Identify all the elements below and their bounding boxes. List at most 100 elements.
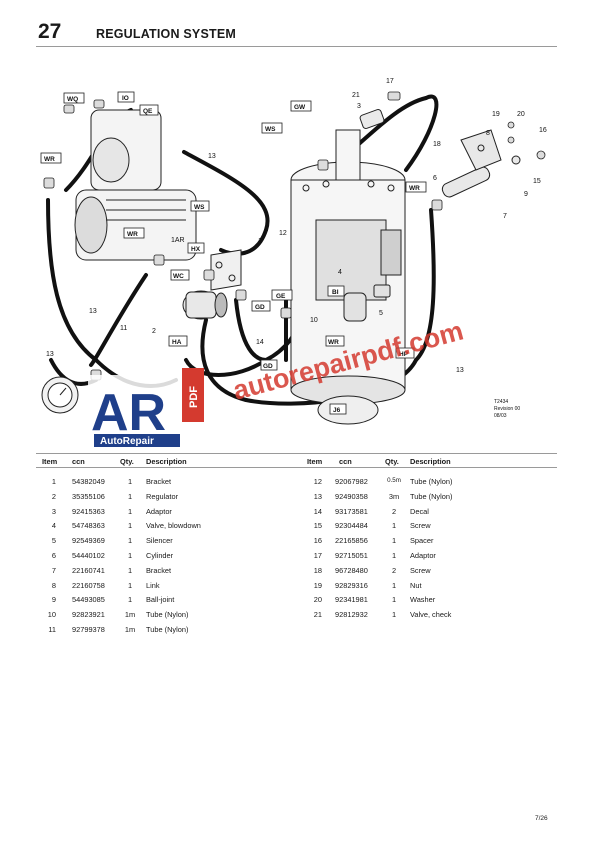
- ccn-code: 92067982: [335, 477, 368, 486]
- description: Adaptor: [146, 506, 172, 516]
- item-number: 4: [51, 521, 56, 531]
- table-header-rule: [36, 467, 557, 468]
- watermark-brand: AR: [91, 384, 166, 442]
- description: Tube (Nylon): [146, 610, 189, 620]
- label-9: 9: [524, 191, 528, 198]
- label-J6: J6: [333, 407, 341, 414]
- item-number: 21: [313, 610, 322, 620]
- quantity: 2: [391, 565, 397, 575]
- description: Silencer: [146, 536, 173, 546]
- regulator: [182, 290, 228, 320]
- label-IO: IO: [122, 95, 129, 102]
- quantity: 3m: [388, 491, 400, 501]
- page-title: REGULATION SYSTEM: [96, 27, 236, 41]
- item-number: 3: [51, 506, 56, 516]
- description: Link: [146, 580, 160, 590]
- description: Valve, blowdown: [146, 521, 201, 531]
- item-number: 15: [313, 521, 322, 531]
- quantity: 1: [127, 536, 133, 546]
- label-7: 7: [503, 213, 507, 220]
- label-2: 2: [152, 328, 156, 335]
- label-WR-right: WR: [409, 185, 420, 192]
- label-12: 12: [279, 230, 287, 237]
- item-number: 10: [47, 610, 56, 620]
- label-WQ: WQ: [67, 96, 78, 103]
- ccn-code: 92829316: [335, 580, 368, 590]
- col-qty-2: Qty.: [385, 457, 399, 466]
- description: Adaptor: [410, 551, 436, 560]
- description: Tube (Nylon): [410, 477, 453, 486]
- watermark-logo: AR AutoRepair PDF autorepairpdf.com: [88, 315, 467, 447]
- item-number: 17: [313, 551, 322, 560]
- description: Tube (Nylon): [146, 625, 189, 634]
- description: Screw: [410, 521, 431, 531]
- quantity: 1: [127, 565, 133, 575]
- ccn-code: 22165856: [335, 536, 368, 546]
- label-HP: HP: [399, 351, 409, 358]
- ccn-code: 92823921: [72, 610, 105, 620]
- item-number: 6: [51, 551, 56, 560]
- label-WR-left: WR: [44, 156, 55, 163]
- quantity: 1: [127, 491, 133, 501]
- quantity: 1: [127, 551, 133, 560]
- quantity: 1: [391, 580, 397, 590]
- ccn-code: 54493085: [72, 595, 105, 605]
- col-description: Description: [146, 457, 187, 466]
- label-WR-bottom: WR: [328, 339, 339, 346]
- ccn-code: 35355106: [72, 491, 105, 501]
- label-13b: 13: [89, 308, 97, 315]
- item-number: 8: [51, 580, 56, 590]
- label-BI: BI: [332, 289, 339, 296]
- drawing-revision: Revision 00: [494, 406, 520, 412]
- label-HX: HX: [191, 246, 201, 253]
- quantity: 1: [391, 610, 397, 620]
- label-13d: 13: [456, 367, 464, 374]
- description: Washer: [410, 595, 436, 605]
- box-labels: [40, 91, 427, 415]
- number-labels: 1 2 3 4 5 6 7 8 9 10 11 12 13 13 13 13 1…: [46, 78, 547, 374]
- col-description-2: Description: [410, 457, 451, 466]
- ccn-code: 22160741: [72, 565, 105, 575]
- label-GW: GW: [294, 104, 306, 111]
- quantity: 1m: [124, 610, 136, 620]
- ccn-code: 92549369: [72, 536, 105, 546]
- ccn-code: 93173581: [335, 506, 368, 516]
- item-number: 5: [51, 536, 56, 546]
- label-4: 4: [338, 269, 342, 276]
- item-number: 20: [313, 595, 322, 605]
- label-13c: 13: [46, 351, 54, 358]
- label-17: 17: [386, 78, 394, 85]
- label-3: 3: [357, 103, 361, 110]
- item-number: 13: [313, 491, 322, 501]
- col-ccn: ccn: [72, 457, 85, 466]
- ccn-code: 92304484: [335, 521, 368, 531]
- label-15: 15: [533, 178, 541, 185]
- label-21: 21: [352, 92, 360, 99]
- label-WR-motor: WR: [127, 231, 138, 238]
- quantity: 0.5m: [387, 477, 401, 484]
- item-number: 19: [313, 580, 322, 590]
- blowdown-valve: [343, 284, 391, 322]
- description: Regulator: [146, 491, 179, 501]
- description: Decal: [410, 506, 429, 516]
- ccn-code: 92812932: [335, 610, 368, 620]
- motor-assembly: [74, 109, 197, 261]
- label-11: 11: [120, 325, 127, 332]
- label-18: 18: [433, 141, 441, 148]
- ccn-code: 22160758: [72, 580, 105, 590]
- label-GD-bottom: GD: [263, 363, 273, 370]
- label-1AR: 1AR: [171, 237, 185, 244]
- description: Spacer: [410, 536, 434, 546]
- quantity: 1: [127, 477, 133, 486]
- label-WC: WC: [173, 273, 184, 280]
- label-6: 6: [433, 175, 437, 182]
